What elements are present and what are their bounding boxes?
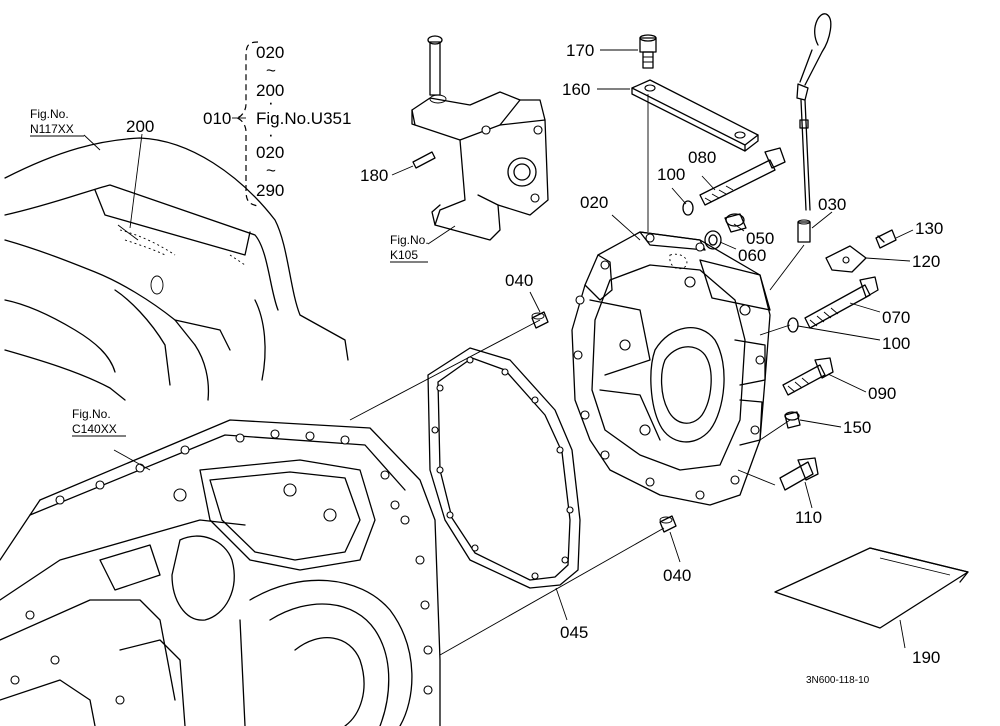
small-parts-drawing [531, 147, 969, 629]
callout-045: 045 [560, 623, 588, 642]
callout-tilde-1: ~ [266, 61, 276, 80]
callout-120: 120 [912, 252, 940, 271]
callout-200-b: 200 [126, 117, 154, 136]
callout-200-a: 200 [256, 81, 284, 100]
callout-020-b: 020 [256, 143, 284, 162]
ref-fig-u351: Fig.No.U351 [256, 109, 351, 128]
callout-030: 030 [818, 195, 846, 214]
callout-150: 150 [843, 418, 871, 437]
callout-180: 180 [360, 166, 388, 185]
plate-drawing [631, 34, 759, 152]
callout-130: 130 [915, 219, 943, 238]
callout-190: 190 [912, 648, 940, 667]
callout-110: 110 [795, 508, 822, 527]
bracket-drawing [411, 35, 549, 241]
callout-070: 070 [882, 308, 910, 327]
ref-k105-fig: Fig.No. [390, 233, 429, 247]
ref-c140-num: C140XX [72, 422, 117, 436]
callout-020-c: 020 [580, 193, 608, 212]
hood-cover-drawing [4, 137, 349, 401]
callout-020-a: 020 [256, 43, 284, 62]
group-bracket [232, 41, 259, 207]
callout-040-a: 040 [505, 271, 533, 290]
callout-080: 080 [688, 148, 716, 167]
ref-n117-fig: Fig.No. [30, 107, 69, 121]
callout-170: 170 [566, 41, 594, 60]
callout-290: 290 [256, 181, 284, 200]
callout-100-a: 100 [657, 165, 685, 184]
ref-n117-num: N117XX [30, 122, 74, 136]
dipstick-drawing [796, 13, 832, 243]
callout-tilde-2: ~ [266, 161, 276, 180]
callout-010: 010 [203, 109, 231, 128]
gasket-drawing [427, 347, 581, 589]
housing-drawing [571, 231, 771, 506]
callout-labels: 020 ~ 200 · 010 Fig.No.U351 · 020 ~ 290 … [126, 41, 943, 667]
figure-references: Fig.No. N117XX Fig.No. K105 Fig.No. C140… [30, 107, 429, 437]
callout-100-b: 100 [882, 334, 910, 353]
callout-160: 160 [562, 80, 590, 99]
ref-k105-num: K105 [390, 248, 418, 262]
transmission-case-drawing [0, 419, 441, 726]
callout-dot-2: · [268, 125, 274, 144]
callout-060: 060 [738, 246, 766, 265]
ref-c140-fig: Fig.No. [72, 407, 111, 421]
callout-050: 050 [746, 229, 774, 248]
callout-dot-1: · [268, 93, 274, 112]
drawing-code: 3N600-118-10 [806, 675, 870, 686]
leader-lines [83, 49, 914, 656]
callout-090: 090 [868, 384, 896, 403]
callout-040-b: 040 [663, 566, 691, 585]
